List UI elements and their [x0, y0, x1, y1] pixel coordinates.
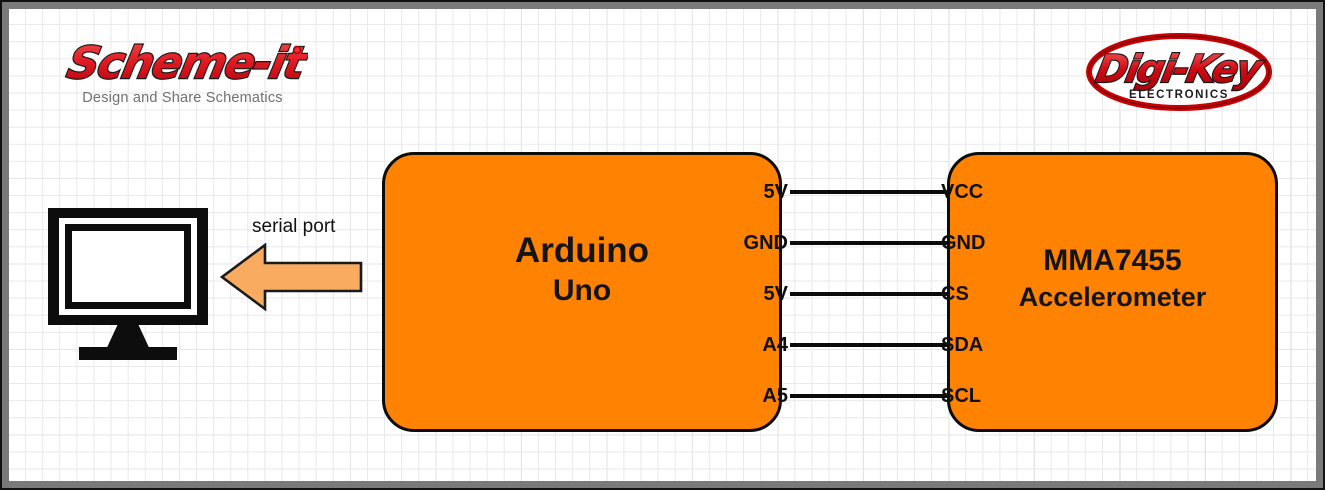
- svg-text:Scheme-it: Scheme-it: [63, 38, 308, 88]
- wire-a4-sda: [790, 343, 947, 347]
- pin-arduino-gnd: GND: [743, 232, 788, 254]
- pin-mma-vcc: VCC: [941, 181, 984, 203]
- pin-arduino-a4: A4: [762, 334, 788, 356]
- arrow-left-shape: [219, 242, 363, 312]
- pin-arduino-a5: A5: [762, 385, 788, 407]
- computer-monitor-icon: [48, 208, 208, 360]
- wire-gnd-gnd: [790, 241, 947, 245]
- schemeit-tagline: Design and Share Schematics: [82, 90, 283, 106]
- svg-text:ELECTRONICS: ELECTRONICS: [1129, 89, 1229, 101]
- pin-mma-scl: SCL: [941, 385, 981, 407]
- serial-port-label: serial port: [252, 216, 336, 237]
- arduino-block-subtitle: Uno: [552, 274, 612, 307]
- wire-5v-vcc: [790, 190, 947, 194]
- pin-mma-sda: SDA: [941, 334, 984, 356]
- serial-port-arrow-icon: [218, 242, 364, 312]
- wire-5v-cs: [790, 292, 947, 296]
- svg-text:Digi-Key: Digi-Key: [1092, 47, 1267, 92]
- digikey-wordmark-icon: Digi-Key ELECTRONICS: [1086, 33, 1272, 111]
- pin-mma-gnd: GND: [941, 232, 986, 254]
- mma-block-title: MMA7455: [1043, 244, 1182, 277]
- pin-arduino-5v-2: 5V: [763, 283, 788, 305]
- pin-arduino-5v-1: 5V: [763, 181, 788, 203]
- block-arduino-uno[interactable]: Arduino Uno: [382, 152, 782, 432]
- schemeit-wordmark-icon: Scheme-it: [62, 37, 314, 90]
- arduino-block-title: Arduino: [514, 231, 650, 270]
- mma-block-subtitle: Accelerometer: [1018, 282, 1207, 312]
- monitor-stand-base: [79, 347, 177, 360]
- digikey-logo: Digi-Key ELECTRONICS: [1086, 32, 1272, 112]
- wire-a5-scl: [790, 394, 947, 398]
- monitor-screen: [65, 224, 191, 309]
- pin-mma-cs: CS: [941, 283, 969, 305]
- block-mma7455-accelerometer[interactable]: MMA7455 Accelerometer: [947, 152, 1278, 432]
- schemeit-logo: Scheme-it Design and Share Schematics: [58, 36, 314, 108]
